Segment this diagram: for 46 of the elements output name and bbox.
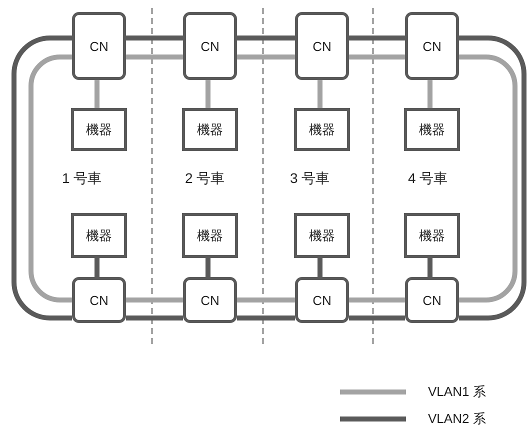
device-box: 機器 bbox=[404, 213, 460, 258]
node-box: CN bbox=[405, 277, 459, 323]
device-box: 機器 bbox=[404, 108, 460, 151]
connector-line bbox=[126, 36, 183, 40]
connector-line bbox=[237, 298, 295, 302]
connector-line bbox=[206, 80, 210, 108]
connector-line bbox=[28, 54, 72, 302]
node-box: CN bbox=[183, 277, 237, 323]
device-box: 機器 bbox=[71, 108, 127, 151]
legend-text: VLAN2 系 bbox=[428, 410, 486, 428]
connector-line bbox=[237, 36, 295, 40]
connector-line bbox=[349, 316, 405, 320]
connector-line bbox=[126, 316, 183, 320]
connector-line bbox=[349, 54, 405, 60]
connector-line bbox=[94, 258, 100, 277]
connector-line bbox=[459, 36, 526, 320]
connector-line bbox=[206, 258, 210, 277]
car-label: 2 号車 bbox=[185, 170, 225, 188]
legend-text: VLAN1 系 bbox=[428, 383, 486, 401]
connector-line bbox=[318, 80, 322, 108]
connector-line bbox=[237, 54, 295, 60]
node-box: CN bbox=[183, 12, 237, 80]
connector-line bbox=[12, 36, 72, 320]
connector-line bbox=[459, 54, 518, 302]
node-box: CN bbox=[295, 12, 349, 80]
node-box: CN bbox=[72, 12, 126, 80]
connector-line bbox=[428, 80, 432, 108]
connector-line bbox=[237, 316, 295, 320]
connector-line bbox=[349, 298, 405, 302]
connector-line bbox=[126, 298, 183, 302]
device-box: 機器 bbox=[182, 213, 238, 258]
device-box: 機器 bbox=[294, 108, 350, 151]
device-box: 機器 bbox=[182, 108, 238, 151]
node-box: CN bbox=[295, 277, 349, 323]
connector-line bbox=[94, 80, 100, 108]
car-label: 1 号車 bbox=[62, 170, 102, 188]
node-box: CN bbox=[405, 12, 459, 80]
device-box: 機器 bbox=[71, 213, 127, 258]
car-label: 4 号車 bbox=[408, 170, 448, 188]
node-box: CN bbox=[72, 277, 126, 323]
connector-line bbox=[318, 258, 322, 277]
car-label: 3 号車 bbox=[290, 170, 330, 188]
device-box: 機器 bbox=[294, 213, 350, 258]
connector-line bbox=[428, 258, 432, 277]
connector-line bbox=[126, 54, 183, 60]
connector-line bbox=[349, 36, 405, 40]
